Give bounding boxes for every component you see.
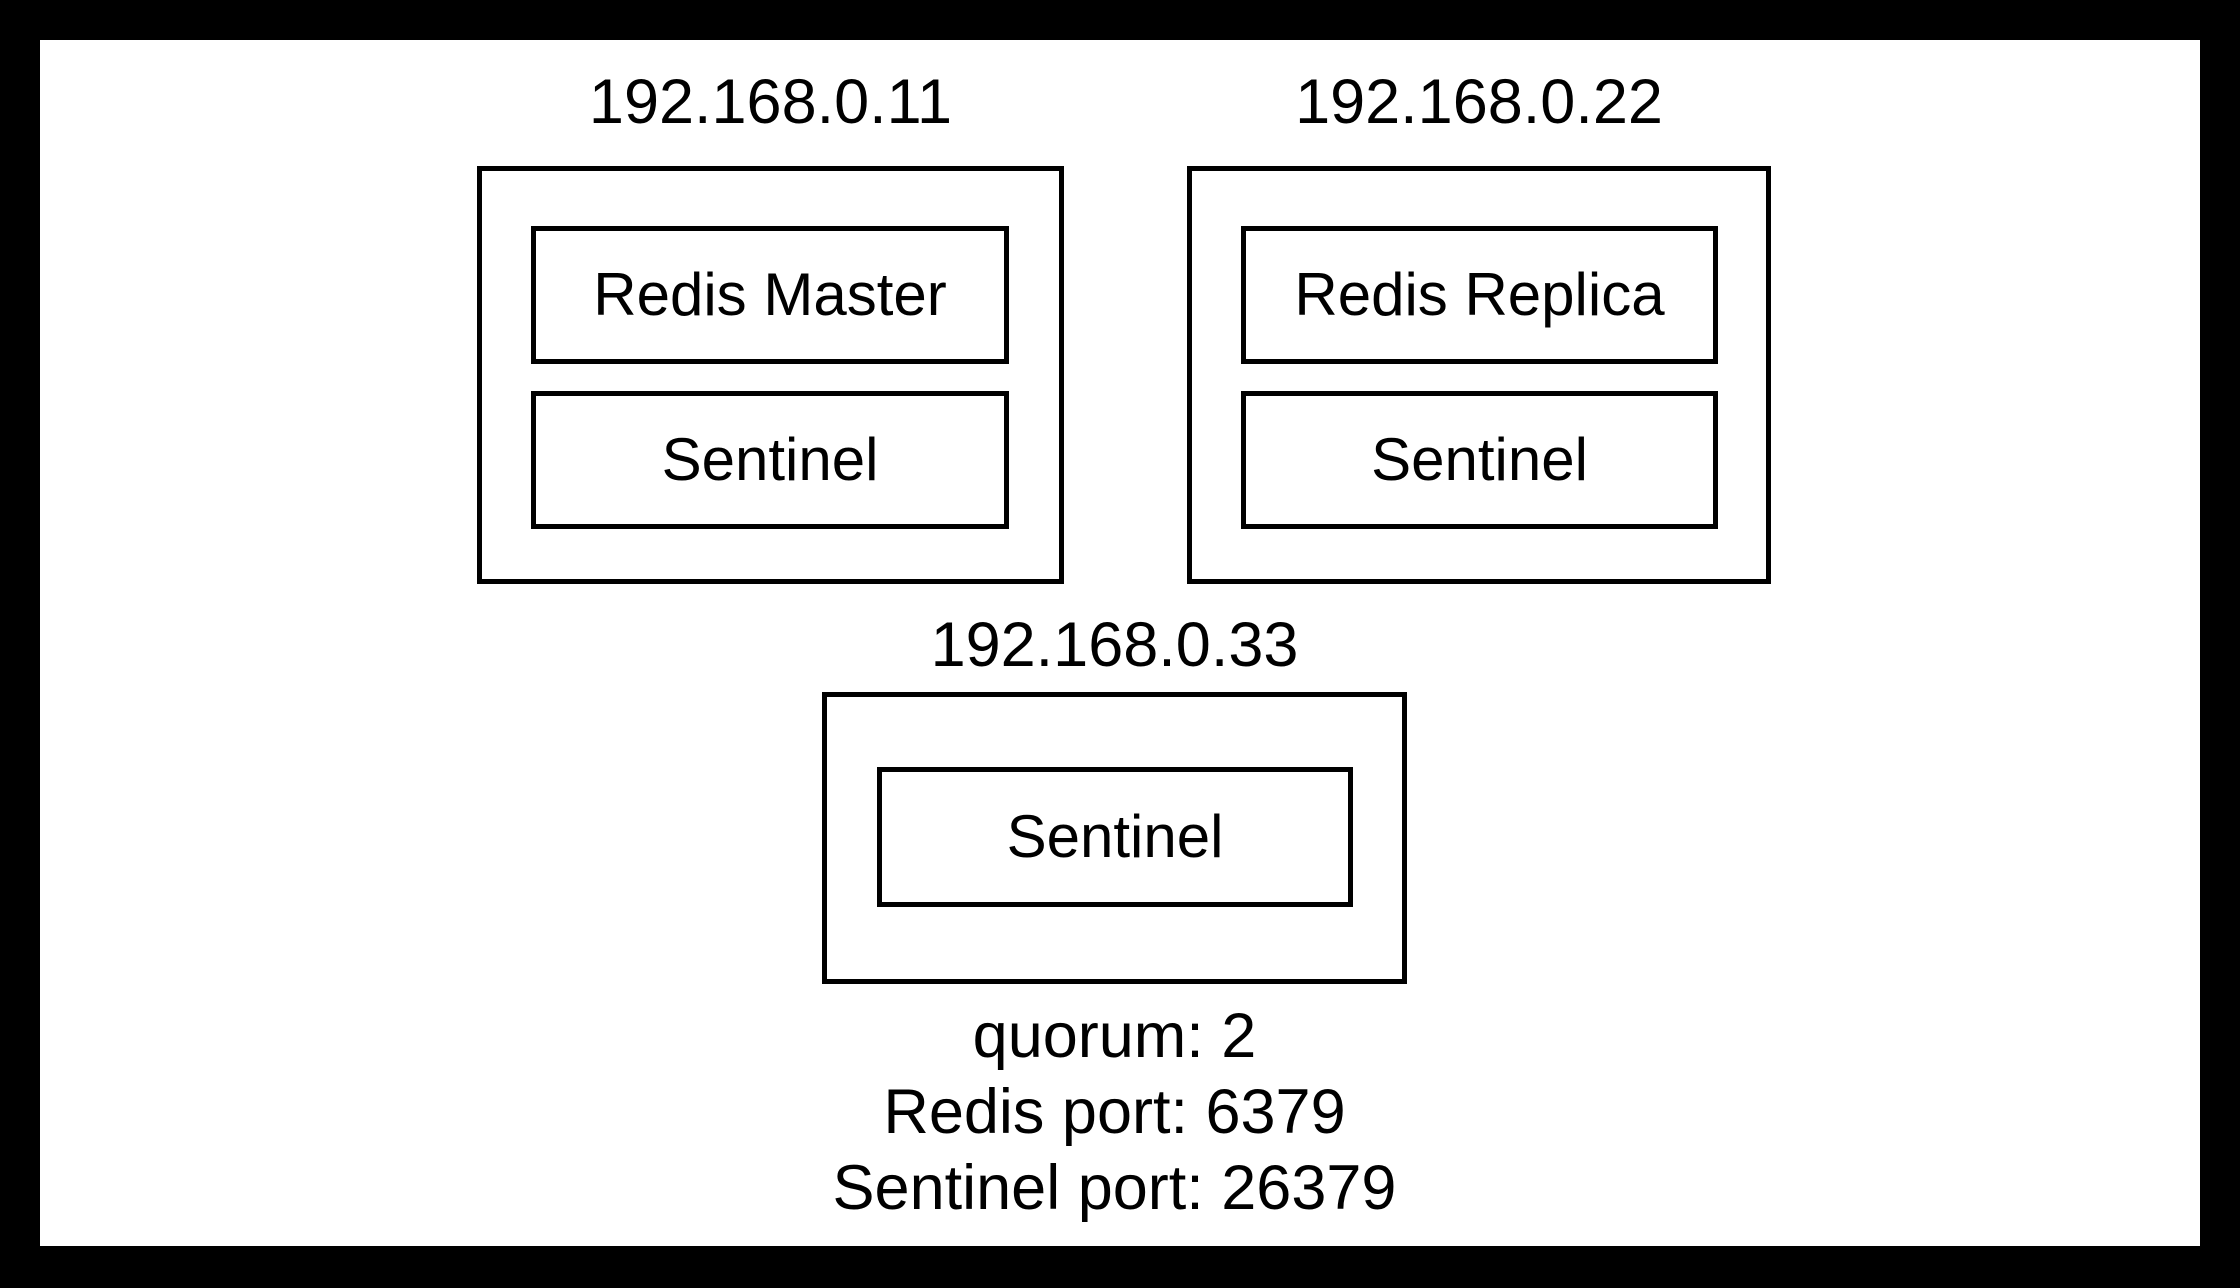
caption-quorum: quorum: 2 xyxy=(972,1001,1257,1071)
service-label-redis-master: Redis Master xyxy=(593,261,947,328)
service-label-sentinel-1: Sentinel xyxy=(661,426,879,493)
service-box-sentinel-3: Sentinel xyxy=(877,767,1353,907)
host-box-master: Redis Master Sentinel xyxy=(477,166,1064,584)
service-box-sentinel-2: Sentinel xyxy=(1241,391,1718,529)
service-box-redis-master: Redis Master xyxy=(531,226,1009,364)
service-box-sentinel-1: Sentinel xyxy=(531,391,1009,529)
host-ip-label-sentinel-only: 192.168.0.33 xyxy=(930,610,1299,680)
service-label-sentinel-3: Sentinel xyxy=(1006,803,1224,870)
service-label-redis-replica: Redis Replica xyxy=(1294,261,1665,328)
service-label-sentinel-2: Sentinel xyxy=(1371,426,1588,493)
config-caption: quorum: 2 Redis port: 6379 Sentinel port… xyxy=(822,998,1407,1226)
service-box-redis-replica: Redis Replica xyxy=(1241,226,1718,364)
caption-redis-port: Redis port: 6379 xyxy=(883,1077,1346,1147)
host-ip-label-master: 192.168.0.11 xyxy=(588,67,953,137)
diagram-canvas: 192.168.0.11 Redis Master Sentinel 192.1… xyxy=(40,40,2200,1246)
caption-sentinel-port: Sentinel port: 26379 xyxy=(832,1153,1397,1223)
host-ip-label-replica: 192.168.0.22 xyxy=(1295,67,1663,137)
host-box-replica: Redis Replica Sentinel xyxy=(1187,166,1771,584)
host-box-sentinel-only: Sentinel xyxy=(822,692,1407,984)
